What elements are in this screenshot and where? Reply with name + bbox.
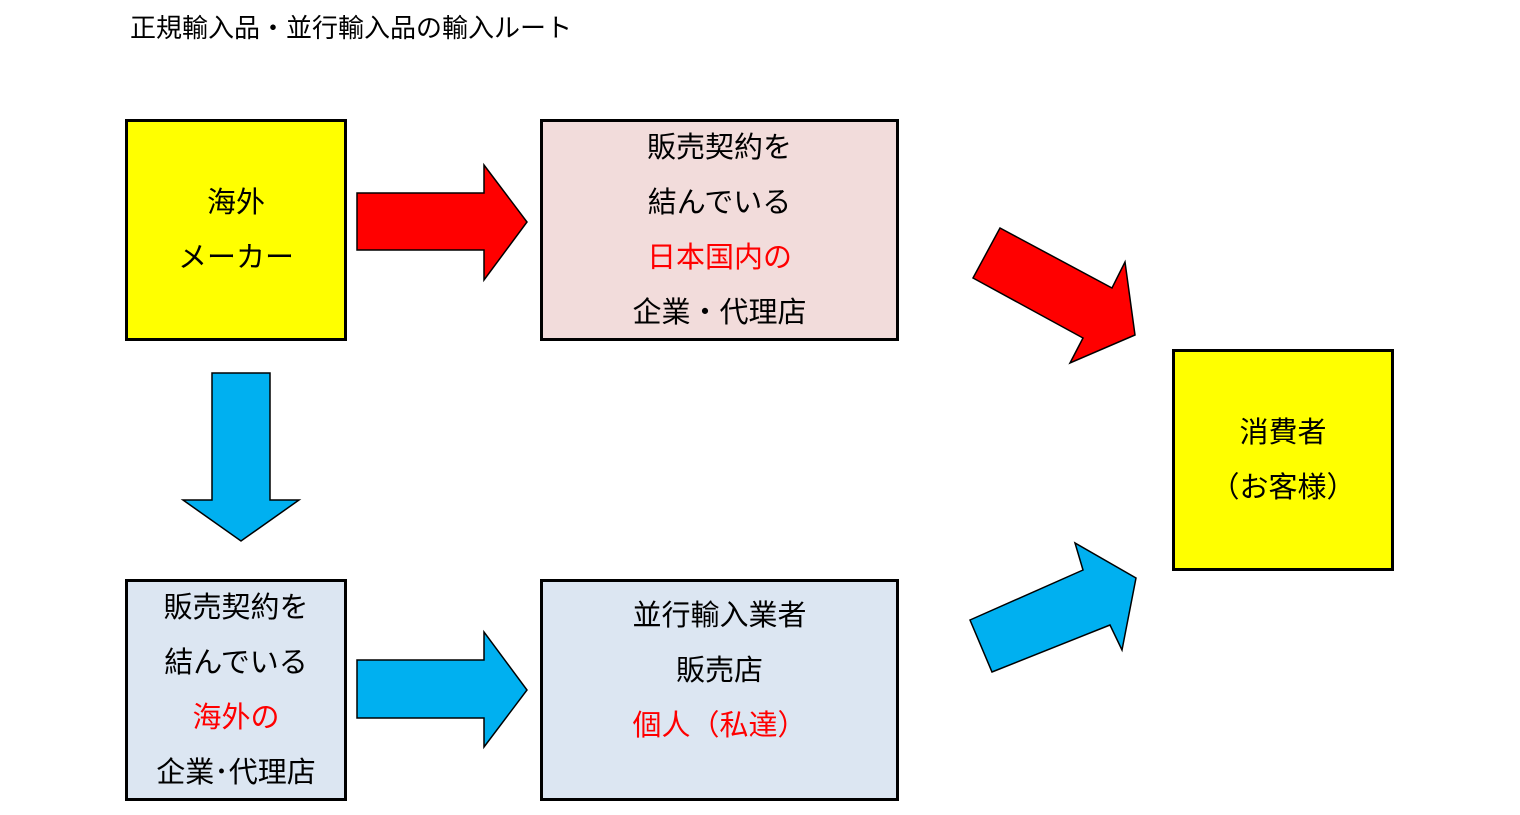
blue-arrow-diagonal xyxy=(969,541,1137,673)
box-line-highlight: 個人（私達） xyxy=(632,708,807,742)
blue-arrow-right xyxy=(356,629,528,750)
red-arrow-right xyxy=(356,162,528,283)
domestic-agent-box: 販売契約を 結んでいる 日本国内の 企業・代理店 xyxy=(540,119,899,341)
consumer-box: 消費者 （お客様） xyxy=(1172,349,1394,571)
box-line: 販売店 xyxy=(675,653,763,687)
red-arrow-diagonal xyxy=(971,226,1136,365)
box-line: メーカー xyxy=(177,240,294,274)
overseas-maker-box: 海外 メーカー xyxy=(125,119,347,341)
box-line: 海外 xyxy=(206,185,265,219)
overseas-agent-box: 販売契約を 結んでいる 海外の 企業･代理店 xyxy=(125,579,347,801)
box-line: （お客様） xyxy=(1210,470,1356,504)
parallel-importer-box: 並行輸入業者 販売店 個人（私達） xyxy=(540,579,899,801)
blue-arrow-down xyxy=(180,372,302,542)
box-line-highlight: 海外の xyxy=(192,700,280,734)
box-line: 販売契約を xyxy=(646,130,792,164)
box-line-highlight: 日本国内の xyxy=(646,240,792,274)
box-line: 結んでいる xyxy=(647,185,792,219)
diagram-title: 正規輸入品・並行輸入品の輸入ルート xyxy=(130,14,573,44)
box-line: 並行輸入業者 xyxy=(632,598,807,632)
box-line: 販売契約を xyxy=(163,590,309,624)
box-line: 企業・代理店 xyxy=(632,295,807,329)
box-line: 消費者 xyxy=(1239,415,1327,449)
box-line: 企業･代理店 xyxy=(156,755,316,789)
box-line: 結んでいる xyxy=(164,645,308,679)
